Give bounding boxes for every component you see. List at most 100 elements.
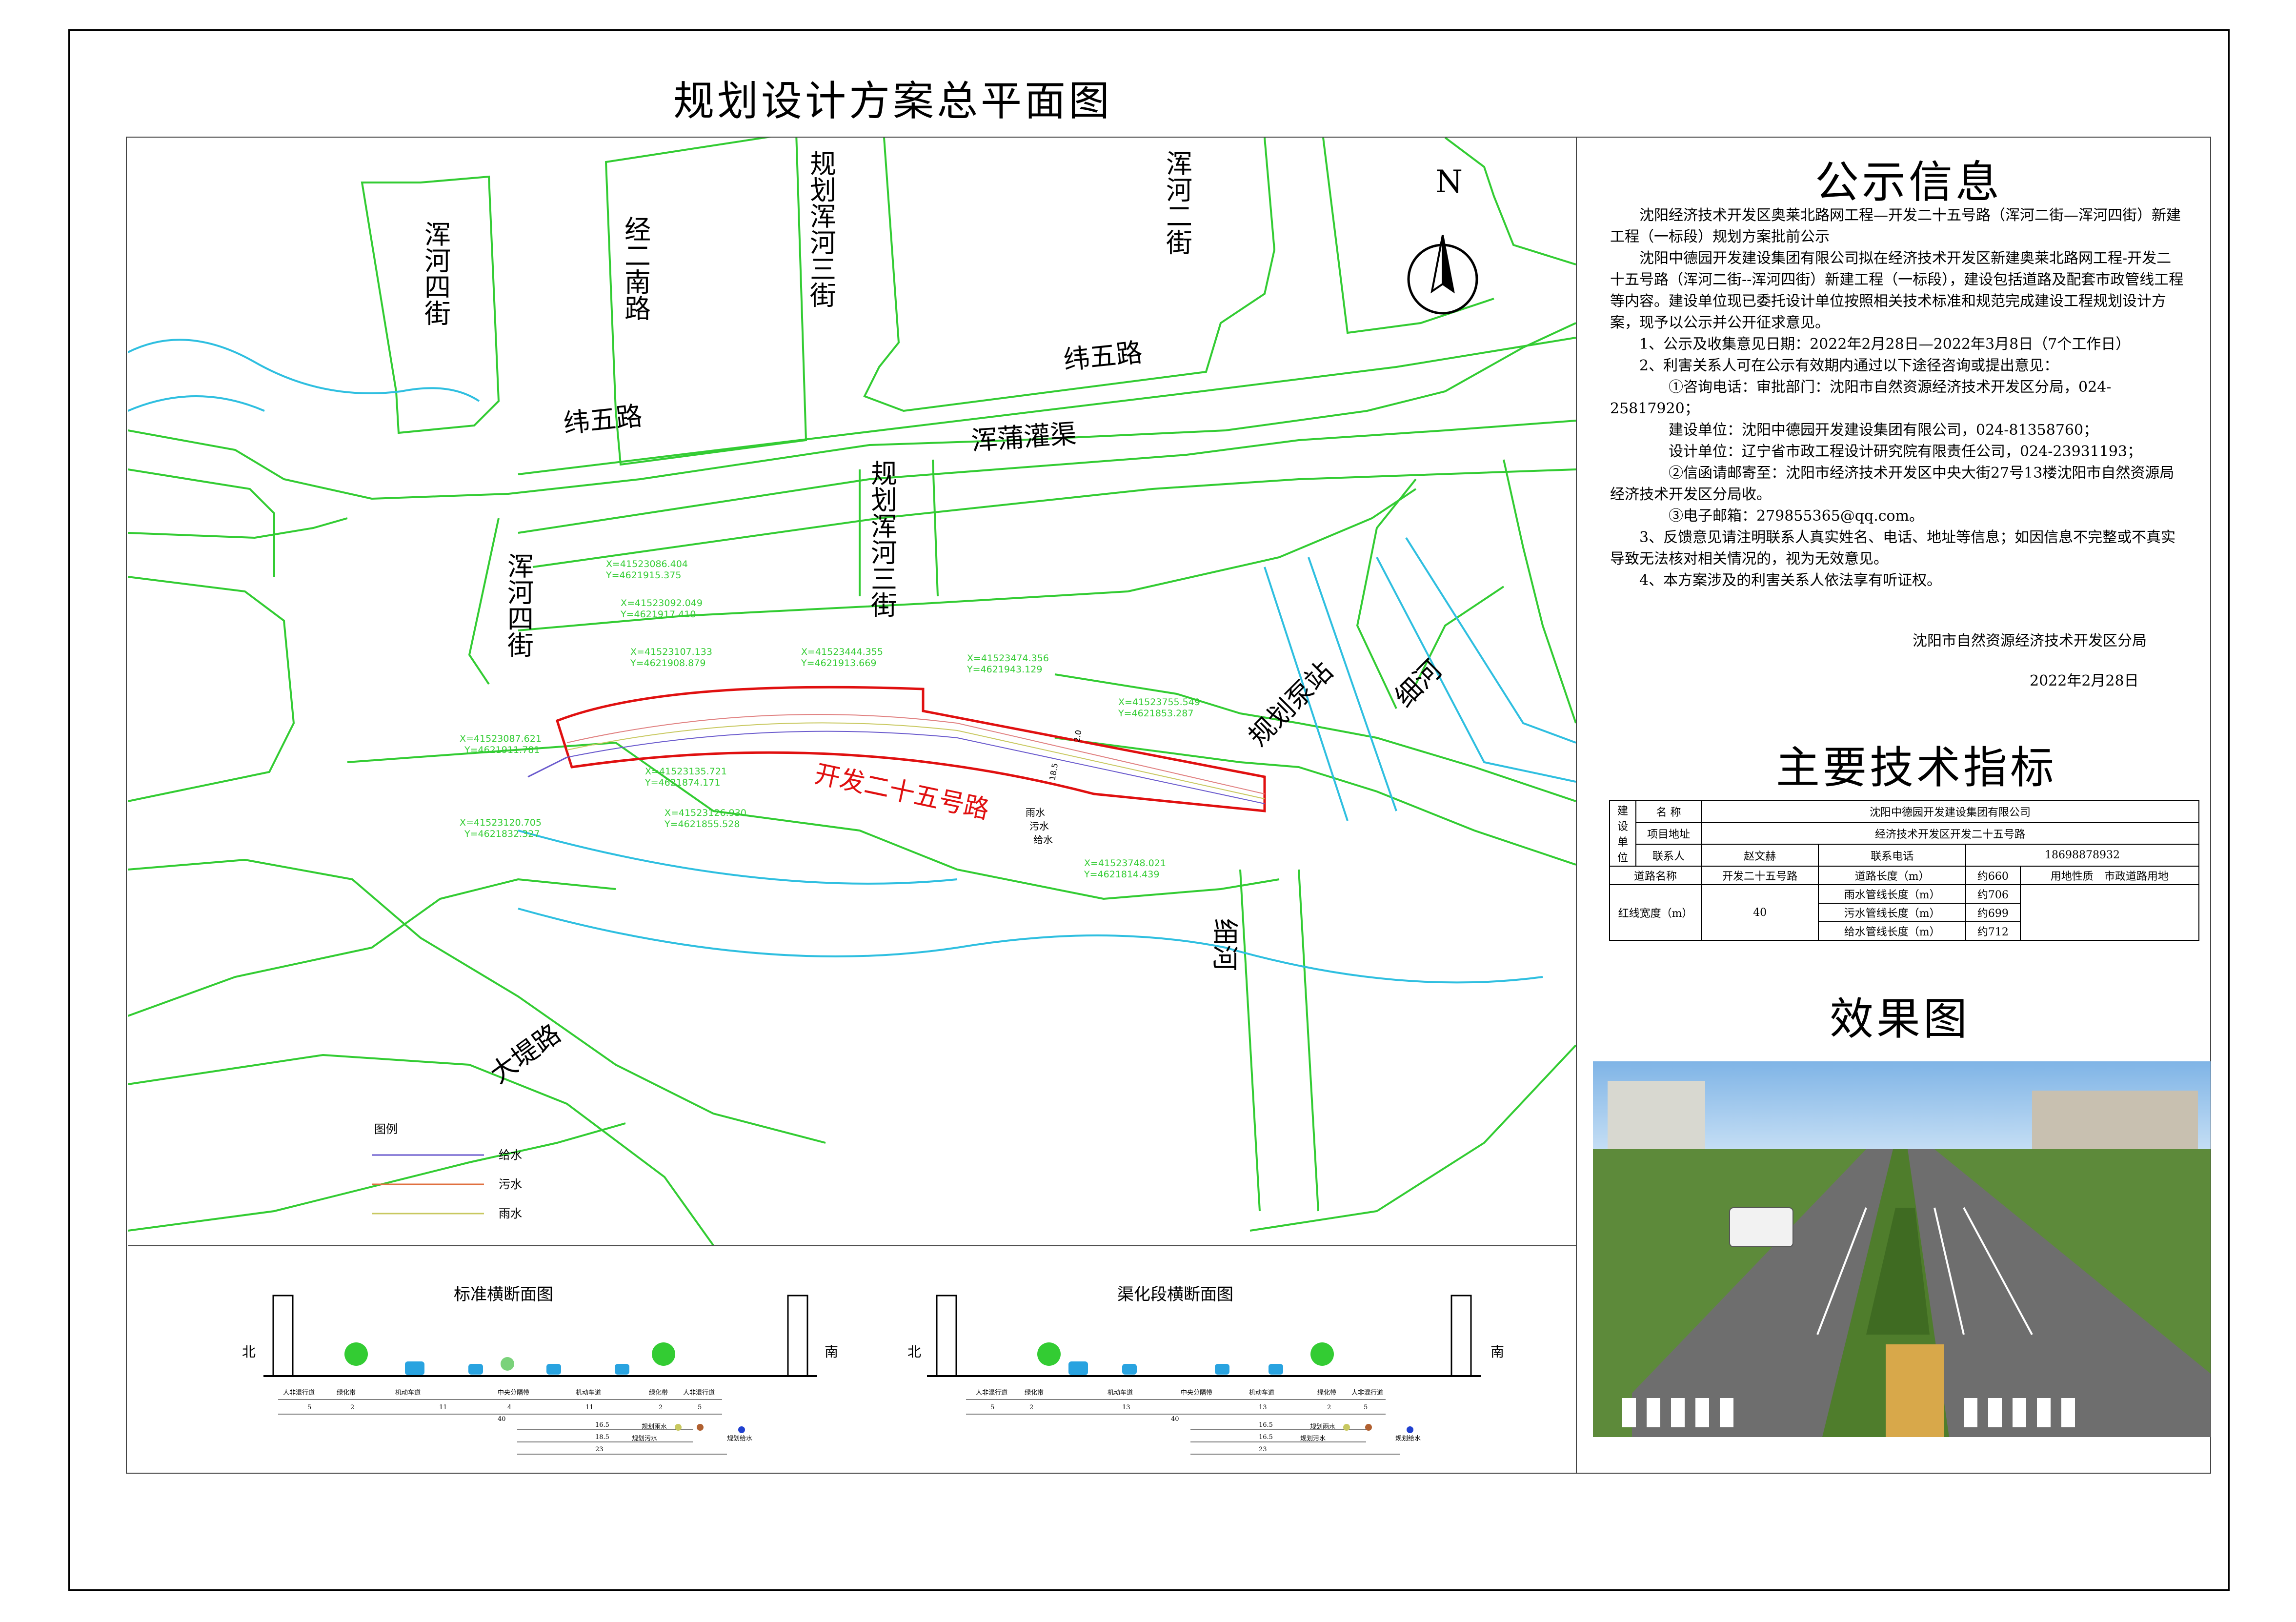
north-arrow-icon: [1407, 235, 1478, 315]
vehicle-icon: [546, 1364, 561, 1375]
tech-phone-value: 18698878932: [1965, 844, 2199, 867]
xs-channel-pipe-dim: 16.5: [1259, 1421, 1273, 1429]
inner-frame: [126, 137, 2211, 1474]
tech-name-label: 名 称: [1635, 800, 1702, 823]
notice-paragraph: 沈阳中德园开发建设集团有限公司拟在经济技术开发区新建奥莱北路网工程-开发二十五号…: [1610, 250, 2184, 331]
vehicle-icon: [468, 1364, 483, 1375]
label-guihua-hunhe-san-top: 规划浑河三街: [806, 150, 836, 308]
coord-label: Y=4621908.879: [630, 658, 705, 669]
tech-contact-label: 联系人: [1635, 844, 1702, 867]
notice-paragraph: ①咨询电话：审批部门：沈阳市自然资源经济技术开发区分局，024-25817920…: [1610, 379, 2112, 417]
xs-standard-south: 南: [825, 1344, 838, 1360]
xs-standard-width: 5: [307, 1404, 311, 1411]
xs-standard-width: 11: [439, 1404, 447, 1411]
kaifa-25-redline: [555, 686, 1266, 812]
label-xihe-bottom: 细河: [1209, 918, 1240, 971]
north-label: N: [1435, 164, 1463, 200]
divider-vertical: [1576, 138, 1577, 1473]
label-xihe-right: 细河: [1389, 654, 1448, 713]
notice-paragraph: 设计单位：辽宁省市政工程设计研究院有限责任公司，024-23931193；: [1669, 443, 2142, 460]
page-title: 规划设计方案总平面图: [673, 77, 1113, 125]
xs-channel-pipe: 规划雨水: [1310, 1423, 1335, 1431]
xs-standard-part: 人非混行道: [283, 1389, 315, 1397]
xs-standard-pipe-dim: 23: [595, 1446, 604, 1453]
xs-channel-part: 人非混行道: [1351, 1389, 1383, 1397]
notice-body: 沈阳经济技术开发区奥莱北路网工程—开发二十五号路（浑河二街—浑河四街）新建工程（…: [1610, 205, 2186, 591]
xs-channel-width: 13: [1259, 1404, 1267, 1411]
xs-channel-north: 北: [907, 1344, 921, 1360]
xs-channel-width: 5: [1364, 1404, 1368, 1411]
xs-channel-title: 渠化段横断面图: [1117, 1285, 1233, 1304]
tech-width-value: 40: [1700, 884, 1819, 941]
xs-standard-north: 北: [242, 1344, 256, 1360]
tech-addr-label: 项目地址: [1635, 822, 1702, 845]
tree-icon: [1037, 1342, 1061, 1366]
tech-water-label: 给水管线长度（m）: [1818, 921, 1967, 941]
xs-standard-pipe-dim: 16.5: [595, 1421, 609, 1429]
coord-label: X=41523086.404: [606, 559, 688, 569]
xs-standard-total: 40: [498, 1416, 506, 1423]
coordinate-labels: X=41523086.404 Y=4621915.375 X=41523092.…: [460, 559, 1200, 880]
coord-label: X=41523474.356: [967, 653, 1049, 664]
legend-rain: 雨水: [499, 1207, 522, 1220]
label-guihua-hunhe-san-mid: 规划浑河三街: [866, 460, 897, 618]
xs-channel-part: 绿化带: [1317, 1389, 1336, 1397]
tech-road-len-value: 约660: [1965, 866, 2021, 885]
coord-label: X=41523444.355: [801, 647, 883, 657]
vehicle-icon: [1122, 1364, 1137, 1375]
river-outlines: [128, 339, 1576, 984]
xs-channel-width: 2: [1327, 1404, 1331, 1411]
tree-icon: [344, 1342, 368, 1366]
coord-label: X=41523126.930: [665, 808, 746, 818]
dim-2-0: 2.0: [1072, 729, 1083, 743]
xs-standard-width: 5: [698, 1404, 702, 1411]
coord-label: X=41523120.705: [460, 817, 542, 828]
dim-18-5: 18.5: [1047, 762, 1060, 781]
xs-standard-pipe-dim: 18.5: [595, 1434, 609, 1441]
notice-paragraph: 4、本方案涉及的利害关系人依法享有听证权。: [1639, 572, 1942, 589]
map-legend: 图例 给水 污水 雨水: [372, 1122, 522, 1220]
xs-channel-width: 13: [1122, 1404, 1130, 1411]
notice-date: 2022年2月28日: [2030, 672, 2139, 689]
xs-standard-pipe: 规划雨水: [642, 1423, 667, 1431]
tech-land-cell: 用地性质 市政道路用地: [2019, 866, 2200, 885]
xs-channel-part: 机动车道: [1249, 1389, 1274, 1397]
label-pipe-water: 给水: [1033, 834, 1053, 846]
xs-standard-width: 2: [659, 1404, 663, 1411]
coord-label: Y=4621853.287: [1118, 708, 1193, 719]
tech-land-value: 市政道路用地: [2104, 871, 2169, 883]
coord-label: Y=4621855.528: [664, 819, 740, 830]
xs-standard-part: 绿化带: [649, 1389, 668, 1397]
road-outlines: [128, 138, 1576, 1245]
xs-standard-drawing: 北 南 人非混行道 绿化带 机动车道 中央分隔带 机动车道 绿化带 人非混行道 …: [242, 1295, 838, 1455]
label-kaifa-25: 开发二十五号路: [812, 759, 992, 825]
xs-channel-part: 人非混行道: [976, 1389, 1007, 1397]
xs-standard-vehicles: [344, 1342, 675, 1375]
legend-sewage: 污水: [499, 1177, 522, 1191]
notice-paragraph: ②信函请邮寄至：沈阳市经济技术开发区中央大街27号13楼沈阳市自然资源局经济技术…: [1610, 465, 2175, 503]
label-hunhe-si-top: 浑河四街: [420, 221, 451, 326]
xs-channel-total: 40: [1171, 1416, 1179, 1423]
coord-label: Y=4621911.781: [464, 745, 540, 755]
notice-paragraph: 建设单位：沈阳中德园开发建设集团有限公司，024-81358760；: [1669, 422, 2098, 439]
xs-standard-part: 机动车道: [395, 1389, 421, 1397]
xs-channel-pipe: 规划污水: [1300, 1435, 1326, 1442]
label-hunpu-canal: 浑蒲灌渠: [970, 418, 1078, 456]
label-pump-station: 规划泵站: [1243, 656, 1339, 752]
coord-label: X=41523087.621: [460, 733, 542, 744]
label-pipe-sewage: 污水: [1029, 820, 1049, 832]
notice-paragraph: 3、反馈意见请注明联系人真实姓名、电话、地址等信息；如因信息不完整或不真实导致无…: [1610, 529, 2176, 568]
notice-paragraph: 沈阳经济技术开发区奥莱北路网工程—开发二十五号路（浑河二街—浑河四街）新建工程（…: [1610, 207, 2181, 245]
tech-title: 主要技术指标: [1776, 742, 2057, 793]
label-pipe-rain: 雨水: [1026, 807, 1045, 818]
tech-sewage-label: 污水管线长度（m）: [1818, 903, 1967, 922]
coord-label: X=41523755.549: [1118, 697, 1200, 708]
coord-label: Y=4621874.171: [644, 777, 720, 788]
outer-frame: [68, 29, 2230, 1591]
label-dadi: 大堤路: [484, 1018, 566, 1089]
xs-channel-pipe: 规划给水: [1395, 1435, 1421, 1442]
coord-label: Y=4621917.410: [620, 609, 696, 620]
xs-standard-width: 4: [507, 1404, 511, 1411]
notice-paragraph: 1、公示及收集意见日期：2022年2月28日—2022年3月8日（7个工作日）: [1639, 336, 2131, 353]
label-weiwu-left: 纬五路: [562, 400, 644, 439]
